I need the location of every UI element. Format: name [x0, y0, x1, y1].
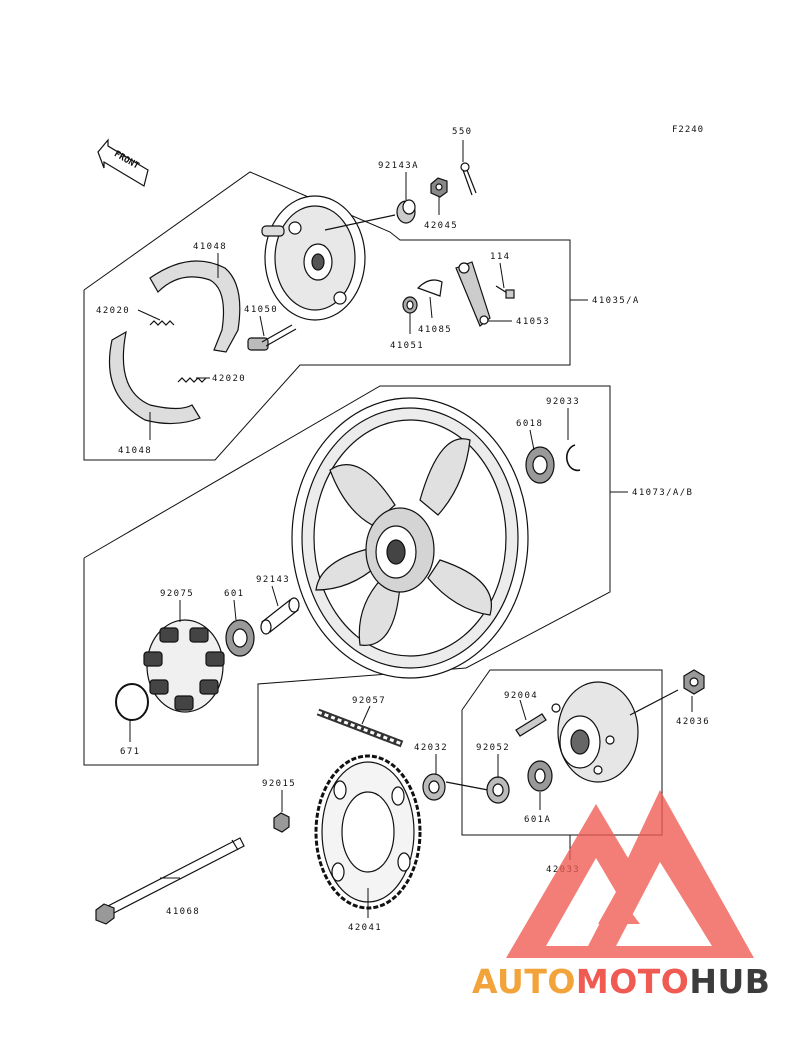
label-41073: 41073/A/B [632, 488, 693, 498]
nut-92015 [273, 812, 290, 833]
label-601a: 601A [524, 815, 551, 825]
watermark-hub: HUB [689, 962, 771, 1001]
label-92143a: 92143A [378, 161, 419, 171]
bearing-601a [527, 760, 553, 792]
label-41051: 41051 [390, 341, 424, 351]
figure-code: F2240 [672, 125, 704, 135]
watermark-moto: MOTO [575, 962, 690, 1001]
label-41048-bottom: 41048 [118, 446, 152, 456]
label-41068: 41068 [166, 907, 200, 917]
spacer-92143 [260, 597, 300, 635]
label-92075: 92075 [160, 589, 194, 599]
washer-41051 [402, 296, 418, 314]
cam-41050 [247, 324, 297, 351]
bearing-6018 [525, 446, 555, 484]
axle-41068 [95, 837, 245, 925]
label-42041: 42041 [348, 923, 382, 933]
label-42036: 42036 [676, 717, 710, 727]
chain-92057 [316, 708, 404, 748]
brake-shoe-upper [149, 260, 241, 353]
o-ring-671 [115, 683, 149, 721]
stud-92004 [515, 713, 547, 737]
label-92052: 92052 [476, 743, 510, 753]
bolt-114 [495, 285, 515, 299]
label-42032: 42032 [414, 743, 448, 753]
label-550: 550 [452, 127, 472, 137]
sprocket-hub-42033 [551, 681, 679, 783]
label-92033: 92033 [546, 397, 580, 407]
wheel-group-outline [83, 385, 611, 766]
leaders-brake [137, 140, 588, 440]
leaders-wheel [129, 408, 628, 742]
label-42020-top: 42020 [96, 306, 130, 316]
watermark-auto: AUTO [472, 962, 576, 1001]
label-41053: 41053 [516, 317, 550, 327]
label-41048-top: 41048 [193, 242, 227, 252]
front-arrow-icon: FRONT [97, 138, 149, 187]
cotter-pin-550 [460, 162, 477, 196]
circlip-92033 [565, 444, 581, 472]
label-601: 601 [224, 589, 244, 599]
indicator-41085 [416, 279, 443, 297]
label-41035: 41035/A [592, 296, 640, 306]
label-42045: 42045 [424, 221, 458, 231]
leaders-hub [160, 696, 693, 918]
hub-group-outline [461, 669, 663, 836]
label-42020-bottom: 42020 [212, 374, 246, 384]
damper-92075 [143, 619, 225, 713]
lever-41053 [455, 261, 491, 327]
spring-42020-bottom [177, 377, 207, 383]
rear-wheel-41073 [291, 397, 529, 679]
nut-42036 [683, 669, 705, 695]
label-41085: 41085 [418, 325, 452, 335]
brake-shoe-lower [108, 330, 201, 425]
label-114: 114 [490, 252, 510, 262]
nut-42045 [430, 177, 448, 198]
watermark-logo-icon [506, 790, 754, 958]
brake-panel [261, 195, 396, 321]
collar-92143a [396, 199, 416, 224]
label-92057: 92057 [352, 696, 386, 706]
label-92004: 92004 [504, 691, 538, 701]
watermark-wordmark: AUTOMOTOHUB [472, 962, 770, 1001]
label-92143: 92143 [256, 575, 290, 585]
collar-42032 [422, 773, 489, 801]
label-41050: 41050 [244, 305, 278, 315]
label-671: 671 [120, 747, 140, 757]
spring-42020-top [149, 320, 175, 326]
sprocket-42041 [314, 754, 422, 910]
seal-92052 [486, 776, 510, 804]
label-92015: 92015 [262, 779, 296, 789]
label-6018: 6018 [516, 419, 543, 429]
bearing-601 [225, 619, 255, 657]
